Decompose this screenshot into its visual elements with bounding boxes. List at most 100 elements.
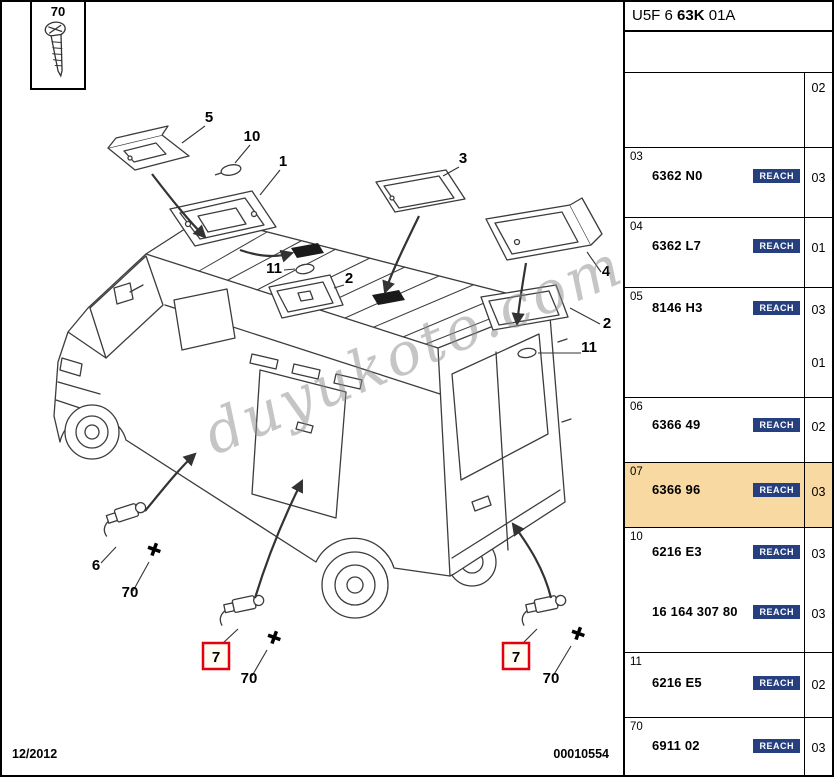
callout-11-left[interactable]: 11 — [266, 260, 282, 277]
inset-item-number: 70 — [50, 4, 66, 19]
van-front-wheel — [64, 404, 120, 460]
reach-badge[interactable]: REACH — [753, 168, 800, 183]
parts-row-04[interactable]: 04 6362 L7 REACH 01 — [625, 218, 832, 288]
reach-badge[interactable]: REACH — [753, 544, 800, 559]
parts-row-05[interactable]: 05 8146 H3 REACH 03 01 — [625, 288, 832, 398]
callout-70-b[interactable]: 70 — [241, 670, 258, 687]
diagram-panel: ✚ ✚ ✚ 5 10 1 3 11 2 4 2 11 6 70 70 70 — [2, 2, 633, 775]
part-number: 6366 96 — [652, 482, 701, 497]
parts-table-panel: U5F 6 63K 01A 02 03 6362 N0 REACH 03 — [623, 2, 832, 775]
quantity-cell: 01 — [804, 218, 832, 287]
quantity: 03 — [811, 485, 826, 499]
quantity-cell: 03 — [804, 463, 832, 527]
van-windshield — [89, 255, 164, 359]
quantity: 02 — [811, 678, 826, 692]
quantity-cell: 03 — [804, 148, 832, 217]
parts-row-70[interactable]: 70 6911 02 REACH 03 — [625, 718, 832, 775]
parts-rows: 02 03 6362 N0 REACH 03 04 6362 L7 RE — [625, 72, 832, 775]
callout-2-right[interactable]: 2 — [603, 315, 611, 332]
callout-6[interactable]: 6 — [92, 557, 100, 574]
van-door-window — [173, 288, 236, 351]
parts-row-10[interactable]: 10 6216 E3 REACH 16 164 307 80 REACH 03 … — [625, 528, 832, 653]
quantity: 03 — [811, 171, 826, 185]
callout-1[interactable]: 1 — [279, 153, 287, 170]
parts-row-03[interactable]: 03 6362 N0 REACH 03 — [625, 148, 832, 218]
part-number: 6911 02 — [652, 738, 700, 753]
callout-11-right[interactable]: 11 — [581, 339, 597, 356]
parts-row-carryover[interactable]: 02 — [625, 73, 832, 148]
parts-row-06[interactable]: 06 6366 49 REACH 02 — [625, 398, 832, 463]
van-sliding-door — [251, 369, 347, 519]
screw-cross-icon: ✚ — [263, 626, 284, 650]
bulb-11-right-part — [517, 347, 537, 359]
reach-badge[interactable]: REACH — [753, 482, 800, 497]
revision-date: 12/2012 — [12, 747, 58, 761]
switch-7-right-part — [521, 594, 567, 626]
part-number-secondary: 16 164 307 80 — [652, 604, 738, 619]
part-number: 6216 E5 — [652, 675, 702, 690]
row-index: 11 — [630, 656, 642, 668]
table-gap — [625, 32, 832, 72]
roof-seal-left — [291, 243, 324, 258]
callout-5[interactable]: 5 — [205, 109, 213, 126]
quantity-cell: 03 01 — [804, 288, 832, 397]
reach-badge[interactable]: REACH — [753, 238, 800, 253]
quantity: 02 — [811, 420, 826, 434]
switch-6-part — [103, 502, 147, 537]
van-drawing — [53, 215, 572, 619]
parts-row-07-selected[interactable]: 07 6366 96 REACH 03 — [625, 463, 832, 528]
part-number: 6216 E3 — [652, 544, 702, 559]
van-rear-window — [451, 333, 549, 481]
van-headlight — [59, 357, 83, 377]
row-index: 03 — [630, 151, 643, 163]
reach-badge[interactable]: REACH — [753, 604, 800, 619]
lamp-2-right-part — [480, 284, 569, 331]
callout-7-left: 7 — [212, 649, 220, 666]
assembly-arrows — [144, 173, 553, 599]
reach-badge[interactable]: REACH — [753, 417, 800, 432]
callout-10[interactable]: 10 — [244, 128, 261, 145]
callout-70-a[interactable]: 70 — [122, 584, 139, 601]
quantity-cell: 02 — [804, 653, 832, 717]
screw-icon — [44, 21, 66, 78]
page-code-prefix: U5F 6 — [632, 7, 673, 24]
part-number: 6366 49 — [652, 417, 701, 432]
quantity: 02 — [811, 81, 826, 95]
row-index: 10 — [630, 531, 643, 543]
roof-seal-right — [372, 290, 405, 305]
item-7-marker-left[interactable]: 7 — [201, 641, 231, 671]
screw-cross-icon: ✚ — [567, 622, 588, 646]
callout-3[interactable]: 3 — [459, 150, 467, 167]
leader-lines — [100, 125, 602, 677]
callout-2-left[interactable]: 2 — [345, 270, 353, 287]
quantity: 01 — [811, 241, 826, 255]
quantity: 03 — [811, 547, 826, 561]
callout-4[interactable]: 4 — [602, 263, 611, 280]
callout-70-c[interactable]: 70 — [543, 670, 560, 687]
quantity-cell: 02 — [804, 398, 832, 462]
callout-7-right: 7 — [512, 649, 520, 666]
document-number: 00010554 — [553, 747, 609, 761]
item-7-marker-right[interactable]: 7 — [501, 641, 531, 671]
switch-7-left-part — [219, 594, 265, 626]
screw-cross-icon: ✚ — [143, 538, 164, 562]
row-index: 04 — [630, 221, 643, 233]
van-mirror — [113, 282, 134, 305]
exploded-parts-diagram: ✚ ✚ ✚ 5 10 1 3 11 2 4 2 11 6 70 70 70 — [53, 109, 611, 687]
quantity-secondary: 03 — [811, 607, 826, 621]
page-code: U5F 6 63K 01A — [625, 2, 832, 32]
bulb-11-left-part — [295, 263, 315, 275]
van-rear-wheel — [321, 551, 389, 619]
reach-badge[interactable]: REACH — [753, 675, 800, 690]
quantity-cell: 03 03 — [804, 528, 832, 652]
quantity-cell: 02 — [804, 73, 832, 147]
quantity: 03 — [811, 303, 826, 317]
reach-badge[interactable]: REACH — [753, 300, 800, 315]
reach-badge[interactable]: REACH — [753, 738, 800, 753]
parts-row-11[interactable]: 11 6216 E5 REACH 02 — [625, 653, 832, 718]
lamp-3-part — [375, 169, 466, 213]
row-index: 70 — [630, 721, 643, 733]
screw-inset-box: 70 — [30, 2, 86, 90]
part-number: 6362 L7 — [652, 238, 702, 253]
